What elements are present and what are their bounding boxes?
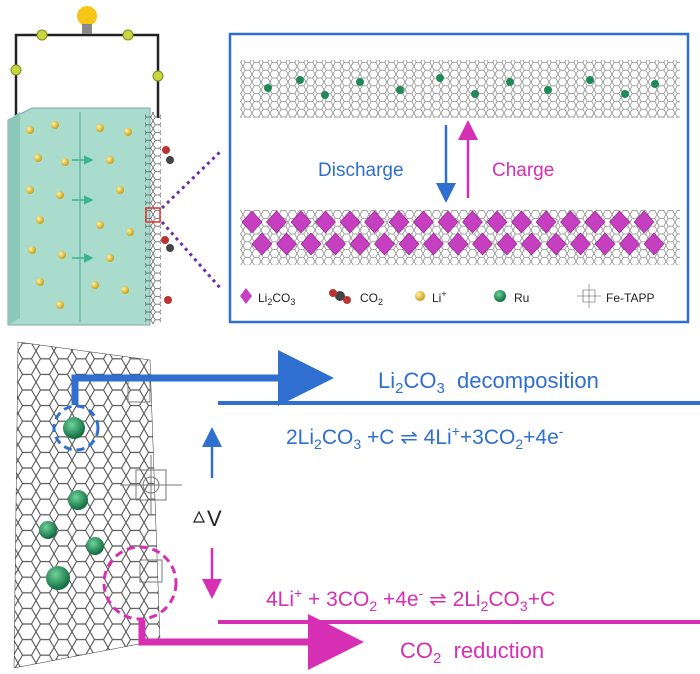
top-graphene-sheet: [240, 60, 680, 118]
cathode-graphene: [145, 112, 161, 324]
reduction-arrow: [138, 614, 364, 670]
li2co3-crystal: [560, 210, 581, 234]
li2co3-crystal: [633, 210, 655, 234]
li2co3-crystal: [276, 232, 297, 256]
li2co3-crystal: [423, 232, 444, 256]
li2co3-icon: [240, 288, 252, 304]
battery-cell: [7, 6, 174, 326]
li2co3-crystal: [486, 210, 508, 234]
li2co3-crystal: [398, 232, 420, 256]
mechanism-inset: Discharge Charge Li2CO3 CO2 Li+ Ru Fe-TA…: [228, 32, 690, 324]
zoom-line-bottom: [160, 221, 224, 291]
co2-icon: [329, 289, 351, 304]
fe-tapp-molecules: [120, 379, 182, 583]
legend-fe-tapp: Fe-TAPP: [606, 291, 654, 305]
reduction-title: CO2 reduction: [400, 638, 544, 667]
li2co3-crystals: [241, 210, 665, 256]
legend-li2co3: Li2CO3: [258, 291, 295, 307]
ru-icon: [494, 290, 506, 302]
delta-v-text: V: [207, 506, 222, 531]
li2co3-crystal: [315, 210, 336, 234]
top-ru-particles: [264, 74, 659, 99]
li2co3-crystal: [251, 232, 273, 256]
li2co3-crystal: [241, 210, 263, 234]
li2co3-crystal: [266, 210, 287, 234]
decomposition-equation: 2Li2CO3 +C ⇌ 4Li++3CO2+4e-: [286, 423, 564, 452]
legend-co2: CO2: [360, 291, 383, 307]
charge-label: Charge: [492, 160, 554, 181]
fe-tapp-icon: [577, 284, 601, 308]
li2co3-crystal: [496, 232, 518, 256]
li-ion-icon: [415, 291, 425, 301]
li2co3-crystal: [594, 232, 616, 256]
light-bulb-icon: [77, 6, 97, 34]
li2co3-crystal: [437, 210, 459, 234]
li-ion-particles: [26, 121, 134, 309]
li2co3-crystal: [619, 232, 640, 256]
li2co3-crystal: [349, 232, 371, 256]
li2co3-crystal: [570, 232, 591, 256]
li2co3-crystal: [511, 210, 532, 234]
reduction-site: [102, 545, 178, 621]
li2co3-crystal: [462, 210, 483, 234]
legend-ru: Ru: [514, 291, 529, 305]
li2co3-crystal: [535, 210, 557, 234]
decomposition-title: Li2CO3 decomposition: [378, 368, 599, 397]
ion-flow-arrows: [72, 155, 94, 263]
delta-v-label: V: [193, 506, 222, 531]
circuit-wire: [14, 33, 160, 118]
reduction-equation: 4Li+ + 3CO2 +4e- ⇌ 2Li2CO3+C: [266, 585, 555, 614]
co2-molecules: [161, 146, 174, 304]
li2co3-crystal: [609, 210, 630, 234]
cell-side: [8, 112, 20, 325]
delta-icon: [193, 510, 205, 523]
electron-icon: [10, 29, 164, 82]
li2co3-crystal: [374, 232, 395, 256]
ru-particles: [39, 417, 104, 590]
decomposition-site: [52, 404, 100, 452]
bottom-mechanism: V Li2CO3 decomposition 2Li2CO3 +C ⇌ 4Li+…: [13, 341, 700, 670]
li2co3-crystal: [643, 232, 665, 256]
li2co3-crystal: [447, 232, 469, 256]
li2co3-crystal: [521, 232, 542, 256]
li2co3-crystal: [545, 232, 567, 256]
zoom-region: [145, 207, 161, 223]
li2co3-crystal: [325, 232, 346, 256]
discharge-label: Discharge: [318, 160, 404, 181]
li2co3-crystal: [472, 232, 493, 256]
legend-li-ion: Li+: [432, 289, 447, 305]
li2co3-crystal: [290, 210, 312, 234]
inset-legend: Li2CO3 CO2 Li+ Ru Fe-TAPP: [240, 284, 654, 308]
li2co3-crystal: [584, 210, 606, 234]
li2co3-crystal: [388, 210, 410, 234]
li2co3-crystal: [339, 210, 361, 234]
li2co3-crystal: [300, 232, 322, 256]
decomposition-arrow: [71, 350, 334, 406]
li2co3-crystal: [364, 210, 385, 234]
li2co3-crystal: [413, 210, 434, 234]
